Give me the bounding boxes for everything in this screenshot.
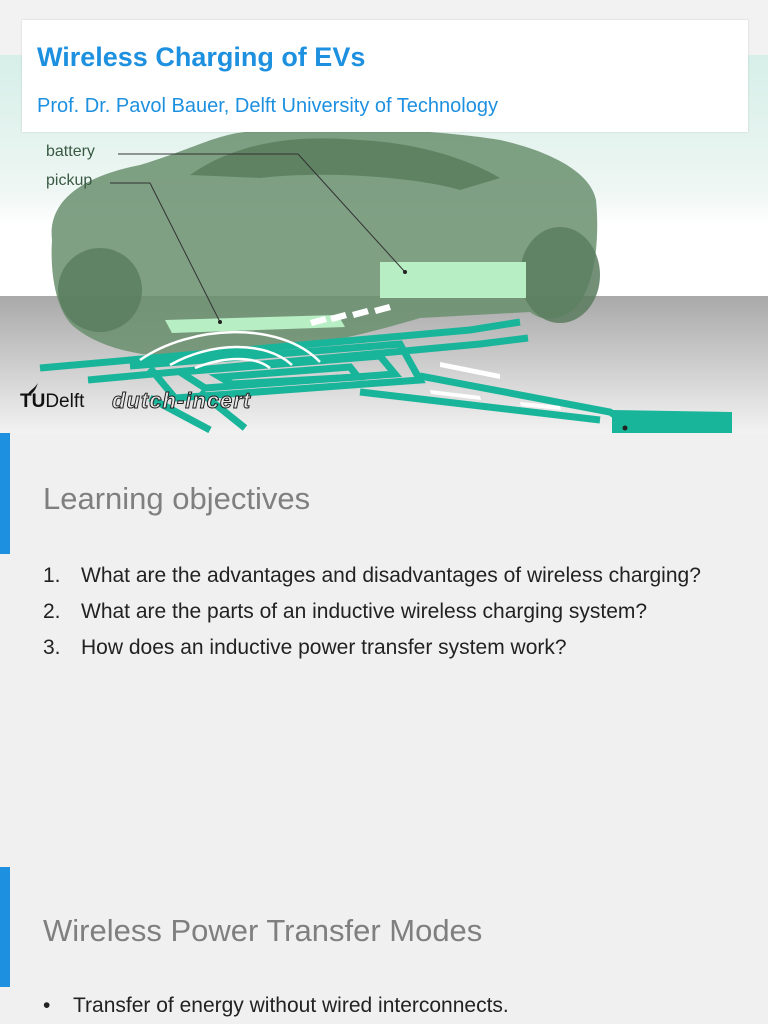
tu-delft-logo: TUDelft [20,383,85,413]
slide-title: Wireless Charging of EVs [37,42,366,72]
list-number: 3. [43,636,61,659]
power-supply-box [612,410,732,433]
learning-objectives-heading: Learning objectives [43,481,311,516]
list-item: 2. What are the parts of an inductive wi… [43,597,743,627]
energy-flow-arrows [310,304,561,410]
bullet-text: Transfer of energy without wired interco… [73,994,509,1017]
list-text: How does an inductive power transfer sys… [81,636,567,659]
list-text: What are the parts of an inductive wirel… [81,600,648,623]
slide-subtitle: Prof. Dr. Pavol Bauer, Delft University … [37,95,498,117]
logo-delft-text: Delft [45,391,85,412]
pickup-label: pickup [46,172,93,189]
logo-tu-text: TU [20,391,46,412]
accent-bar [0,433,10,554]
power-transfer-modes-slide: Wireless Power Transfer Modes • Transfer … [0,867,768,1024]
bullet-marker: • [43,994,51,1017]
dutch-incert-logo: dutch-incert [111,388,252,414]
title-slide: Wireless Charging of EVs Prof. Dr. Pavol… [0,0,768,433]
list-number: 1. [43,564,61,587]
list-item: 3. How does an inductive power transfer … [43,633,743,663]
bullet-item: • Transfer of energy without wired interc… [43,994,509,1018]
learning-objectives-slide: Learning objectives 1. What are the adva… [0,433,768,867]
objectives-list: 1. What are the advantages and disadvant… [43,561,743,669]
pickup-pad [165,315,345,333]
list-item: 1. What are the advantages and disadvant… [43,561,743,591]
tu-delft-flame-icon [28,383,38,394]
list-text: What are the advantages and disadvantage… [81,564,701,587]
power-transfer-modes-heading: Wireless Power Transfer Modes [43,913,483,948]
accent-bar [0,867,10,987]
title-box: Wireless Charging of EVs Prof. Dr. Pavol… [22,20,748,132]
list-number: 2. [43,600,61,623]
battery-pad [380,262,526,298]
battery-label: battery [46,143,95,160]
